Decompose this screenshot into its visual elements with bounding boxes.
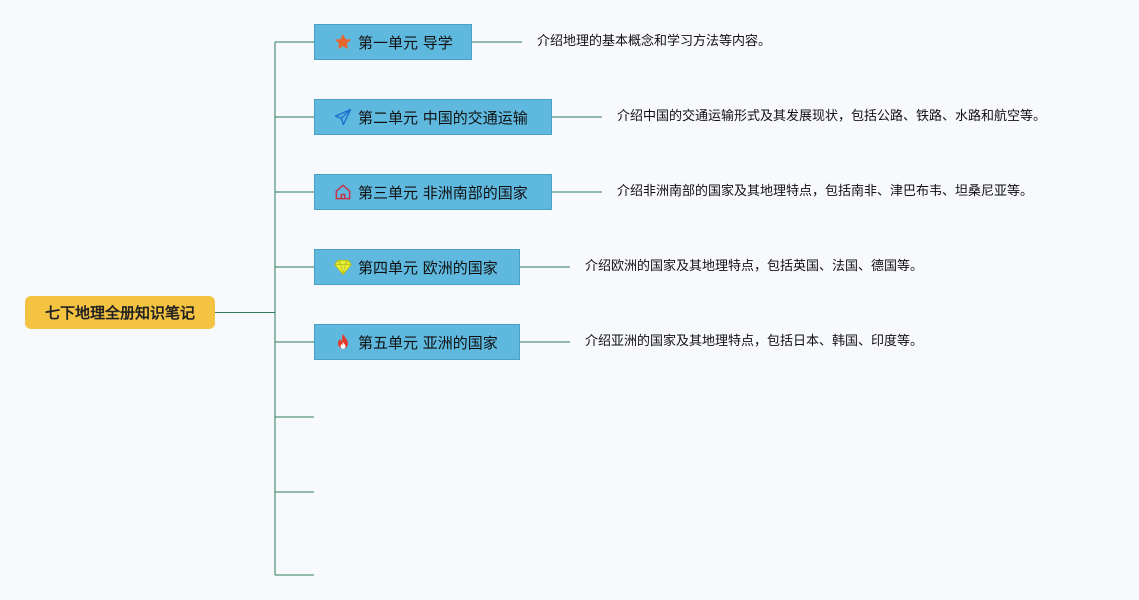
- unit-description-2: 介绍中国的交通运输形式及其发展现状，包括公路、铁路、水路和航空等。: [617, 109, 1047, 124]
- unit-title-4: 第四单元 欧洲的国家: [358, 258, 498, 277]
- root-node[interactable]: 七下地理全册知识笔记: [25, 296, 215, 329]
- unit-title-1: 第一单元 导学: [358, 33, 453, 52]
- root-node-label: 七下地理全册知识笔记: [44, 304, 195, 322]
- paper-plane-icon: [333, 107, 353, 127]
- unit-node-5[interactable]: 第五单元 亚洲的国家: [314, 324, 520, 360]
- unit-node-2[interactable]: 第二单元 中国的交通运输: [314, 99, 552, 135]
- diamond-icon: [333, 257, 353, 277]
- unit-description-4: 介绍欧洲的国家及其地理特点，包括英国、法国、德国等。: [585, 259, 924, 274]
- unit-description-5: 介绍亚洲的国家及其地理特点，包括日本、韩国、印度等。: [585, 334, 924, 349]
- unit-title-3: 第三单元 非洲南部的国家: [358, 183, 528, 202]
- fire-icon: [333, 332, 353, 352]
- unit-title-2: 第二单元 中国的交通运输: [358, 108, 528, 127]
- unit-node-4[interactable]: 第四单元 欧洲的国家: [314, 249, 520, 285]
- house-icon: [333, 182, 353, 202]
- unit-node-3[interactable]: 第三单元 非洲南部的国家: [314, 174, 552, 210]
- star-icon: [333, 32, 353, 52]
- unit-title-5: 第五单元 亚洲的国家: [358, 333, 498, 352]
- unit-description-3: 介绍非洲南部的国家及其地理特点，包括南非、津巴布韦、坦桑尼亚等。: [617, 184, 1034, 199]
- unit-node-1[interactable]: 第一单元 导学: [314, 24, 472, 60]
- unit-description-1: 介绍地理的基本概念和学习方法等内容。: [537, 34, 772, 49]
